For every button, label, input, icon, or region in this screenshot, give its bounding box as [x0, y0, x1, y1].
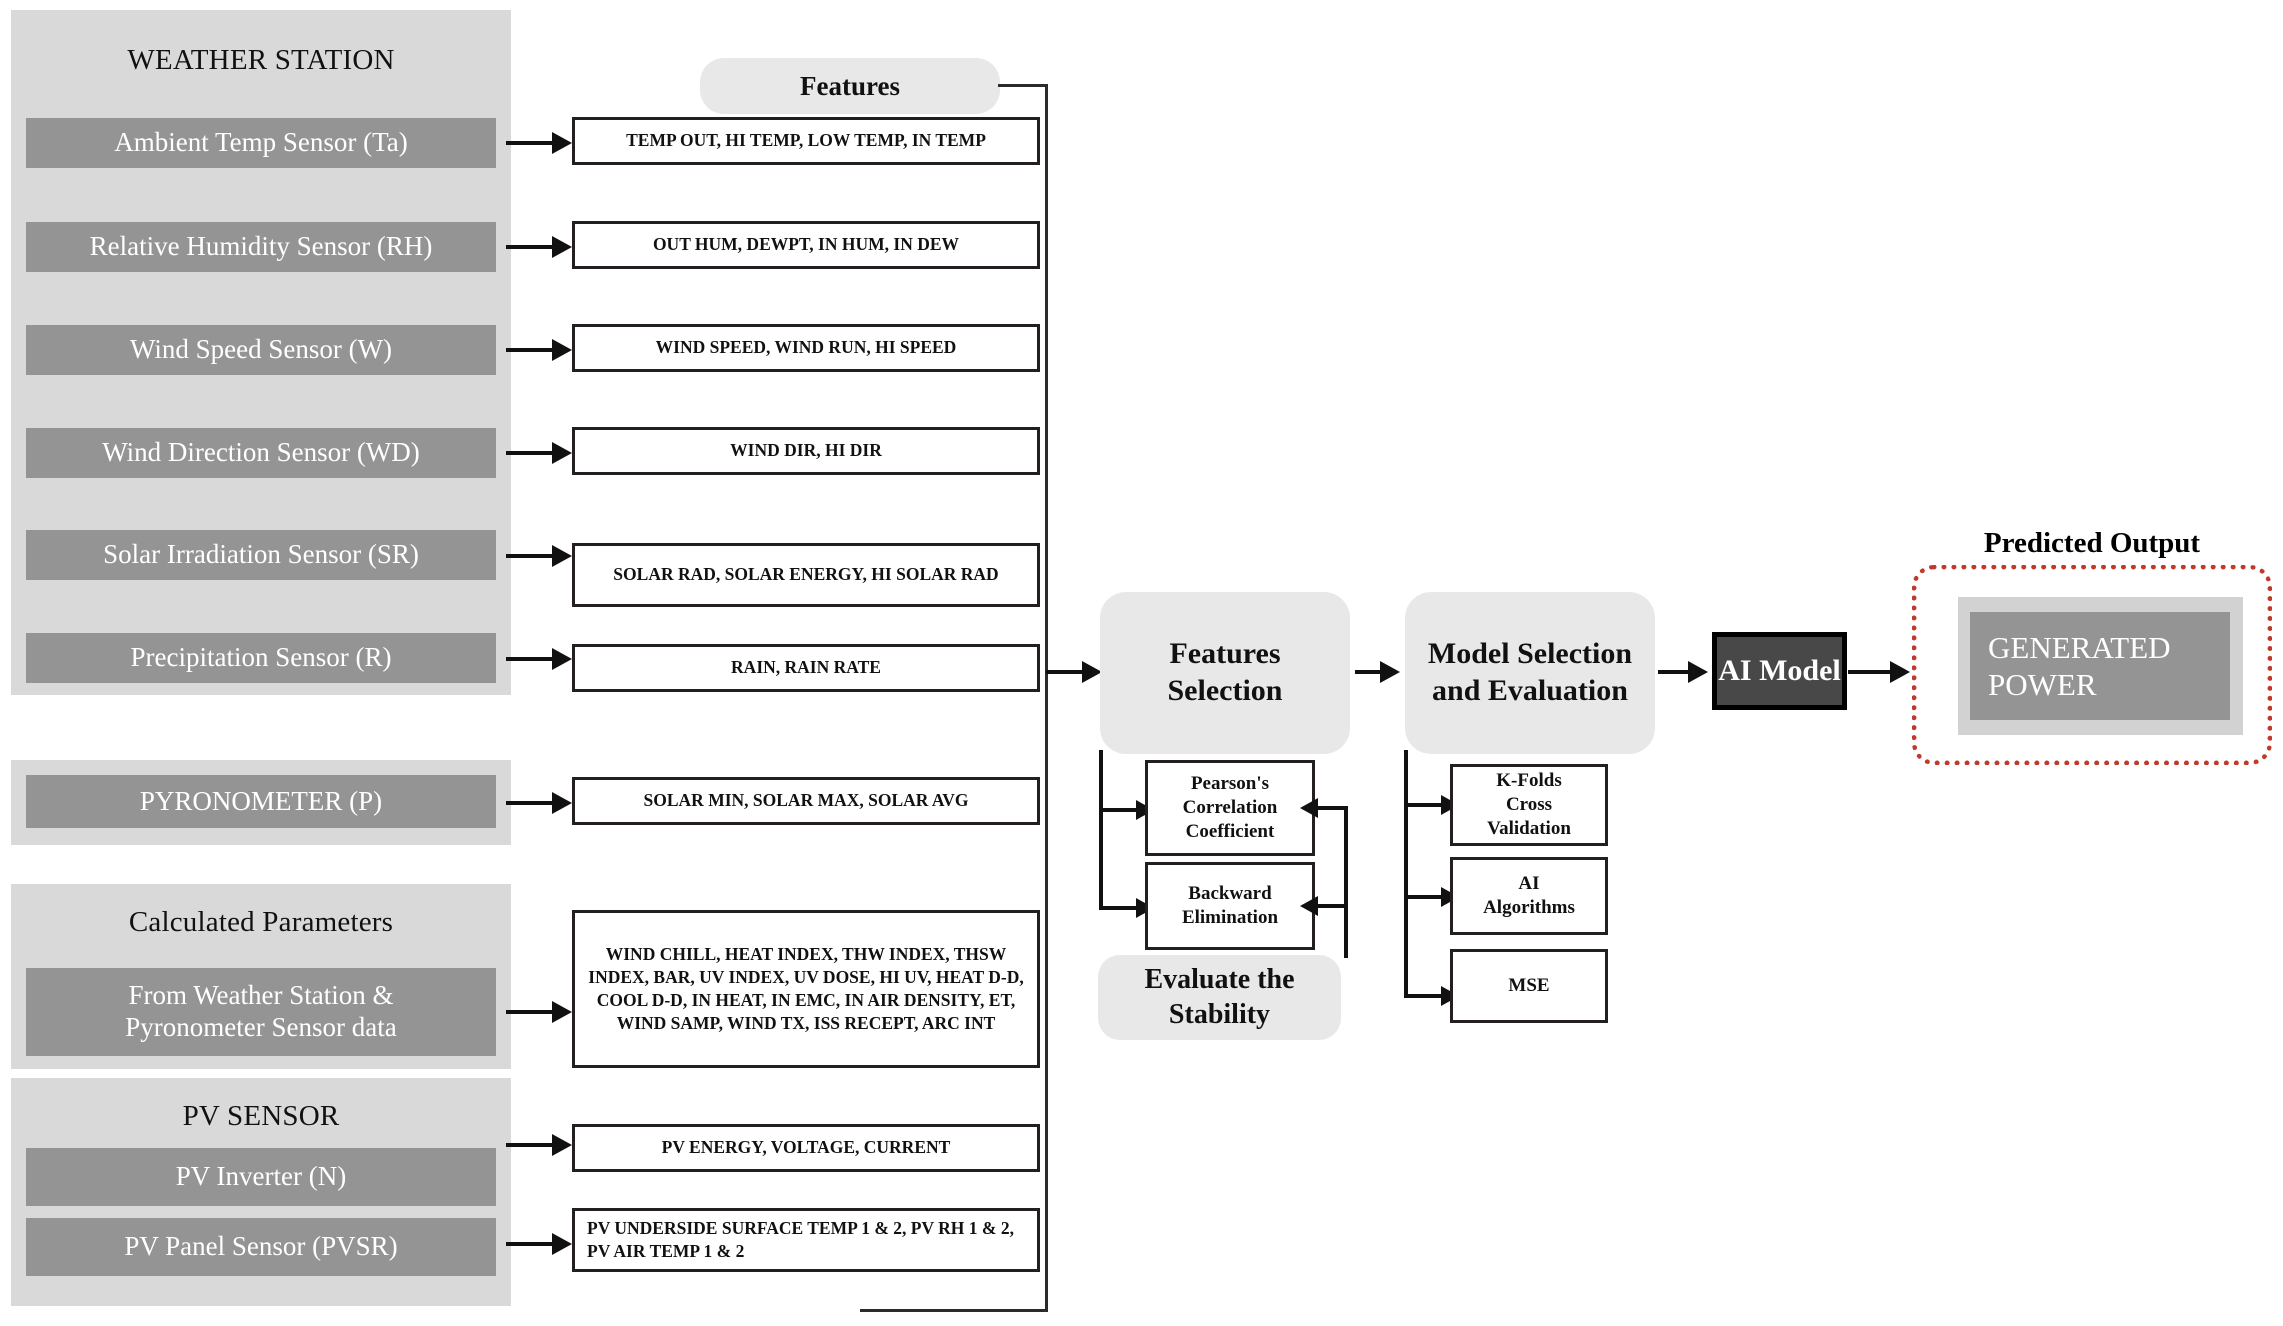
connector-arrow-head-8 — [552, 1001, 572, 1023]
ms-branch-line-ai-algorithms — [1404, 895, 1448, 899]
sensor-bar-relative-humidity[interactable]: Relative Humidity Sensor (RH) — [26, 222, 496, 272]
ai-model-box[interactable]: AI Model — [1712, 632, 1847, 710]
connector-arrow-line-1 — [506, 141, 556, 145]
stability-feedback-arrow-backward — [1300, 896, 1318, 916]
sub-box-pearsons-label: Pearson's Correlation Coefficient — [1182, 772, 1278, 843]
generated-power-label: GENERATED POWER — [1988, 629, 2171, 702]
sensor-bar-wind-speed[interactable]: Wind Speed Sensor (W) — [26, 325, 496, 375]
sub-box-backward-elimination[interactable]: Backward Elimination — [1145, 862, 1315, 950]
connector-arrow-line-4 — [506, 451, 556, 455]
connector-arrow-head-2 — [552, 236, 572, 258]
connector-arrow-line-5 — [506, 554, 556, 558]
fs-branch-line-backward — [1099, 906, 1143, 910]
connector-arrow-line-6 — [506, 657, 556, 661]
stability-feedback-arrow-pearson — [1300, 798, 1318, 818]
sensor-bar-calculated-parameters[interactable]: From Weather Station & Pyronometer Senso… — [26, 968, 496, 1056]
sensor-bar-wind-direction[interactable]: Wind Direction Sensor (WD) — [26, 428, 496, 478]
features-bus-top-segment — [998, 84, 1048, 87]
model-selection-stage[interactable]: Model Selection and Evaluation — [1405, 592, 1655, 754]
sub-box-mse[interactable]: MSE — [1450, 949, 1608, 1023]
model-to-ai-line — [1658, 670, 1696, 674]
connector-arrow-line-7 — [506, 801, 556, 805]
sensor-bar-pv-panel[interactable]: PV Panel Sensor (PVSR) — [26, 1218, 496, 1276]
ms-branch-line-mse — [1404, 994, 1448, 998]
model-to-ai-arrow — [1688, 661, 1708, 683]
connector-arrow-head-9 — [552, 1134, 572, 1156]
features-pill: Features — [700, 58, 1000, 114]
feature-box-rain: RAIN, RAIN RATE — [572, 644, 1040, 692]
fs-branch-line-pearson — [1099, 808, 1143, 812]
feature-box-pv-energy: PV ENERGY, VOLTAGE, CURRENT — [572, 1124, 1040, 1172]
bus-to-features-selection-arrow — [1082, 661, 1102, 683]
connector-arrow-head-6 — [552, 648, 572, 670]
features-bus-bottom-segment — [860, 1309, 1048, 1312]
sub-box-kfolds-cross-validation[interactable]: K-Folds Cross Validation — [1450, 764, 1608, 846]
ai-to-output-arrow — [1890, 661, 1910, 683]
sensor-bar-ambient-temp[interactable]: Ambient Temp Sensor (Ta) — [26, 118, 496, 168]
feature-box-humidity: OUT HUM, DEWPT, IN HUM, IN DEW — [572, 221, 1040, 269]
sub-box-mse-label: MSE — [1508, 974, 1550, 996]
connector-arrow-head-4 — [552, 442, 572, 464]
sensor-bar-solar-irradiation[interactable]: Solar Irradiation Sensor (SR) — [26, 530, 496, 580]
connector-arrow-line-9 — [506, 1143, 556, 1147]
predicted-output-title: Predicted Output — [1983, 527, 2201, 559]
stability-feedback-mid-line — [1318, 904, 1346, 908]
connector-arrow-line-8 — [506, 1010, 556, 1014]
feature-box-wind-speed: WIND SPEED, WIND RUN, HI SPEED — [572, 324, 1040, 372]
connector-arrow-head-5 — [552, 545, 572, 567]
connector-arrow-head-10 — [552, 1233, 572, 1255]
connector-arrow-line-10 — [506, 1242, 556, 1246]
ai-to-output-line — [1848, 670, 1900, 674]
calculated-parameters-title: Calculated Parameters — [128, 906, 394, 938]
sub-box-kfolds-label: K-Folds Cross Validation — [1487, 769, 1571, 840]
connector-arrow-head-1 — [552, 132, 572, 154]
sub-box-pearsons-correlation[interactable]: Pearson's Correlation Coefficient — [1145, 760, 1315, 856]
connector-arrow-line-3 — [506, 348, 556, 352]
sensor-bar-calculated-parameters-label: From Weather Station & Pyronometer Senso… — [125, 980, 397, 1042]
sensor-bar-pv-inverter[interactable]: PV Inverter (N) — [26, 1148, 496, 1206]
feature-box-temperature: TEMP OUT, HI TEMP, LOW TEMP, IN TEMP — [572, 117, 1040, 165]
connector-arrow-head-7 — [552, 792, 572, 814]
features-to-model-arrow — [1380, 661, 1400, 683]
sensor-bar-precipitation[interactable]: Precipitation Sensor (R) — [26, 633, 496, 683]
fs-left-spine — [1099, 750, 1103, 910]
stability-feedback-vertical — [1344, 806, 1348, 958]
features-selection-stage[interactable]: Features Selection — [1100, 592, 1350, 754]
pv-sensor-title: PV SENSOR — [182, 1100, 340, 1132]
generated-power-box: GENERATED POWER — [1970, 612, 2230, 720]
sub-box-ai-algorithms-label: AI Algorithms — [1483, 872, 1575, 918]
bus-to-features-selection-line — [1046, 670, 1096, 674]
feature-box-solar-radiation: SOLAR RAD, SOLAR ENERGY, HI SOLAR RAD — [572, 543, 1040, 607]
sub-box-backward-label: Backward Elimination — [1181, 882, 1279, 928]
feature-box-pv-panel: PV UNDERSIDE SURFACE TEMP 1 & 2, PV RH 1… — [572, 1208, 1040, 1272]
evaluate-stability-pill[interactable]: Evaluate the Stability — [1098, 955, 1341, 1040]
connector-arrow-line-2 — [506, 245, 556, 249]
ms-left-spine — [1404, 750, 1408, 998]
connector-arrow-head-3 — [552, 339, 572, 361]
feature-box-solar-stats: SOLAR MIN, SOLAR MAX, SOLAR AVG — [572, 777, 1040, 825]
evaluate-stability-label: Evaluate the Stability — [1144, 964, 1295, 1030]
weather-station-title: WEATHER STATION — [127, 44, 395, 76]
feature-box-calculated-parameters: WIND CHILL, HEAT INDEX, THW INDEX, THSW … — [572, 910, 1040, 1068]
ms-branch-line-kfolds — [1404, 803, 1448, 807]
sub-box-ai-algorithms[interactable]: AI Algorithms — [1450, 857, 1608, 935]
features-to-model-line — [1355, 670, 1387, 674]
model-selection-label: Model Selection and Evaluation — [1427, 637, 1633, 707]
features-selection-label: Features Selection — [1167, 637, 1283, 707]
stability-feedback-top-line — [1318, 806, 1346, 810]
feature-box-wind-direction: WIND DIR, HI DIR — [572, 427, 1040, 475]
predicted-output-frame — [1912, 565, 2272, 765]
features-bus-vertical — [1045, 84, 1048, 1312]
sensor-bar-pyronometer[interactable]: PYRONOMETER (P) — [26, 775, 496, 828]
